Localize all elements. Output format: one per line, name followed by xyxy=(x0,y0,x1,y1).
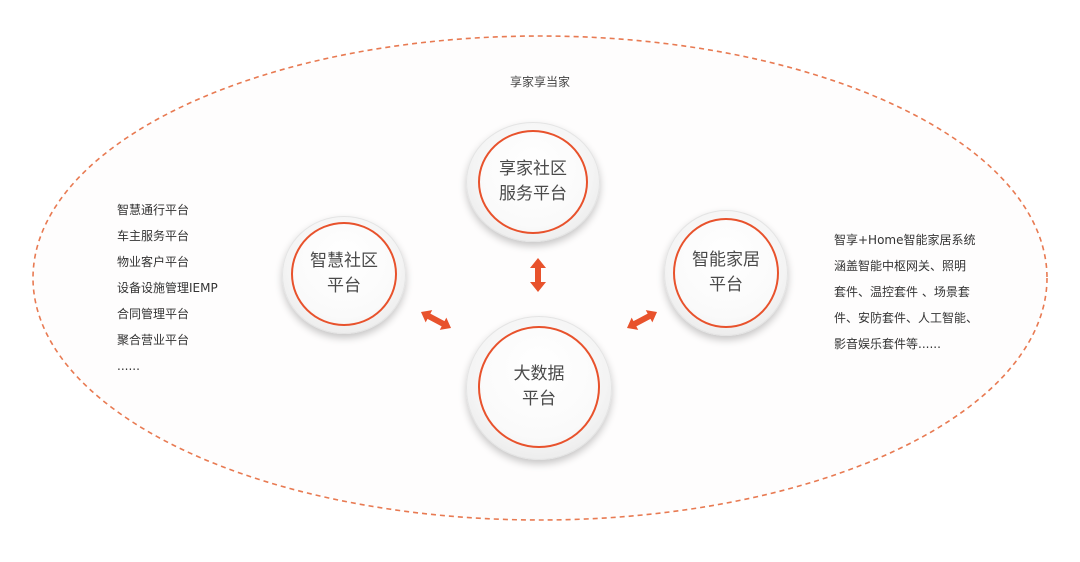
node-ring: 享家社区 服务平台 xyxy=(478,130,588,234)
node-ring: 大数据 平台 xyxy=(478,326,600,448)
node-label-line: 享家社区 xyxy=(499,159,567,179)
smart-community-platform-list: 智慧通行平台 车主服务平台 物业客户平台 设备设施管理IEMP 合同管理平台 聚… xyxy=(117,197,218,379)
smart-home-description: 智享+Home智能家居系统 涵盖智能中枢网关、照明 套件、温控套件 、场景套 件… xyxy=(834,227,994,357)
node-community-service-platform: 享家社区 服务平台 xyxy=(466,122,600,242)
description-line: 智享+Home智能家居系统 xyxy=(834,233,976,247)
list-item: 物业客户平台 xyxy=(117,255,190,269)
node-smart-community-platform: 智慧社区 平台 xyxy=(282,216,406,334)
node-label-line: 服务平台 xyxy=(499,184,567,204)
node-label-line: 大数据 xyxy=(513,364,565,384)
node-label-line: 平台 xyxy=(327,276,361,296)
description-line: 套件、温控套件 、场景套 xyxy=(834,285,970,299)
node-label-line: 智慧社区 xyxy=(310,251,378,271)
node-label-line: 智能家居 xyxy=(692,250,760,270)
description-line: 件、安防套件、人工智能、 xyxy=(834,311,979,325)
description-line: 影音娱乐套件等...... xyxy=(834,337,941,351)
list-item: 合同管理平台 xyxy=(117,307,190,321)
node-ring: 智能家居 平台 xyxy=(673,218,779,328)
list-item: 智慧通行平台 xyxy=(117,203,190,217)
node-ring: 智慧社区 平台 xyxy=(291,222,397,326)
node-big-data-platform: 大数据 平台 xyxy=(466,316,612,460)
node-smart-home-platform: 智能家居 平台 xyxy=(664,210,788,336)
list-item: 聚合营业平台 xyxy=(117,333,190,347)
list-item: ...... xyxy=(117,359,140,373)
node-label-line: 平台 xyxy=(709,275,743,295)
list-item: 设备设施管理IEMP xyxy=(117,281,218,295)
outer-label: 享家享当家 xyxy=(509,75,570,89)
list-item: 车主服务平台 xyxy=(117,229,190,243)
double-arrow-right-bottom-icon xyxy=(626,310,658,330)
description-line: 涵盖智能中枢网关、照明 xyxy=(834,259,967,273)
double-arrow-left-bottom-icon xyxy=(420,310,452,330)
node-label-line: 平台 xyxy=(522,389,556,409)
double-arrow-top-bottom-icon xyxy=(530,258,546,292)
